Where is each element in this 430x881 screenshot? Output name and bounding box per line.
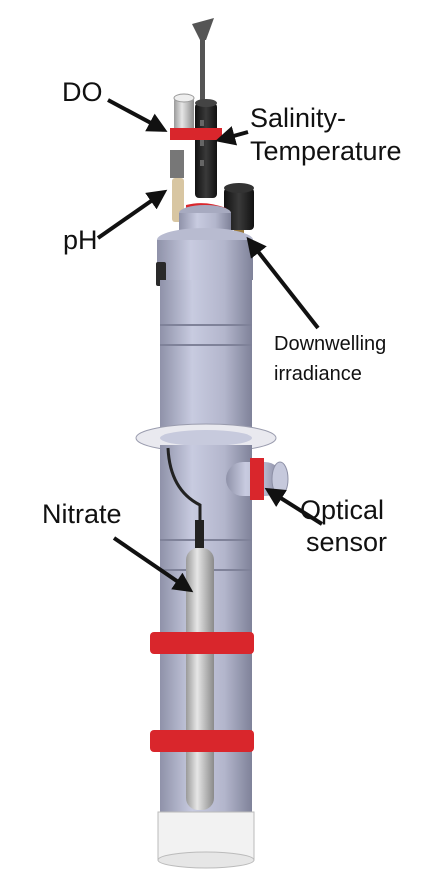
optical-sensor-unit bbox=[226, 458, 289, 500]
optical-arrow bbox=[264, 487, 324, 526]
downwelling-label-line1: Downwelling bbox=[274, 333, 387, 355]
salinity-temperature-label-line1: Salinity- bbox=[250, 103, 347, 133]
bottom-cap bbox=[157, 811, 255, 869]
ph-label: pH bbox=[63, 225, 98, 255]
downwelling-arrow bbox=[246, 236, 320, 330]
salinity-temperature-label-line2: Temperature bbox=[250, 136, 402, 166]
upper-housing bbox=[160, 280, 252, 430]
optical-sensor-label-line1: Optical bbox=[300, 495, 385, 525]
ctd-sensor bbox=[195, 99, 217, 198]
nitrate-label: Nitrate bbox=[42, 499, 122, 529]
top-clamp bbox=[170, 128, 222, 140]
salinity-temperature-arrow bbox=[215, 126, 249, 146]
nitrate-sensor bbox=[186, 520, 214, 810]
downwelling-label-line2: irradiance bbox=[274, 363, 362, 385]
do-arrow bbox=[107, 98, 168, 132]
antenna bbox=[192, 18, 214, 120]
float-head bbox=[156, 205, 253, 286]
optical-sensor-label-line2: sensor bbox=[306, 527, 388, 557]
do-sensor bbox=[173, 93, 195, 134]
straps bbox=[150, 632, 254, 752]
nitrate-arrow bbox=[112, 536, 194, 593]
ph-arrow bbox=[96, 189, 168, 240]
nitrate-cable bbox=[166, 447, 202, 525]
annotation-arrows bbox=[96, 98, 324, 593]
do-label: DO bbox=[62, 77, 103, 107]
